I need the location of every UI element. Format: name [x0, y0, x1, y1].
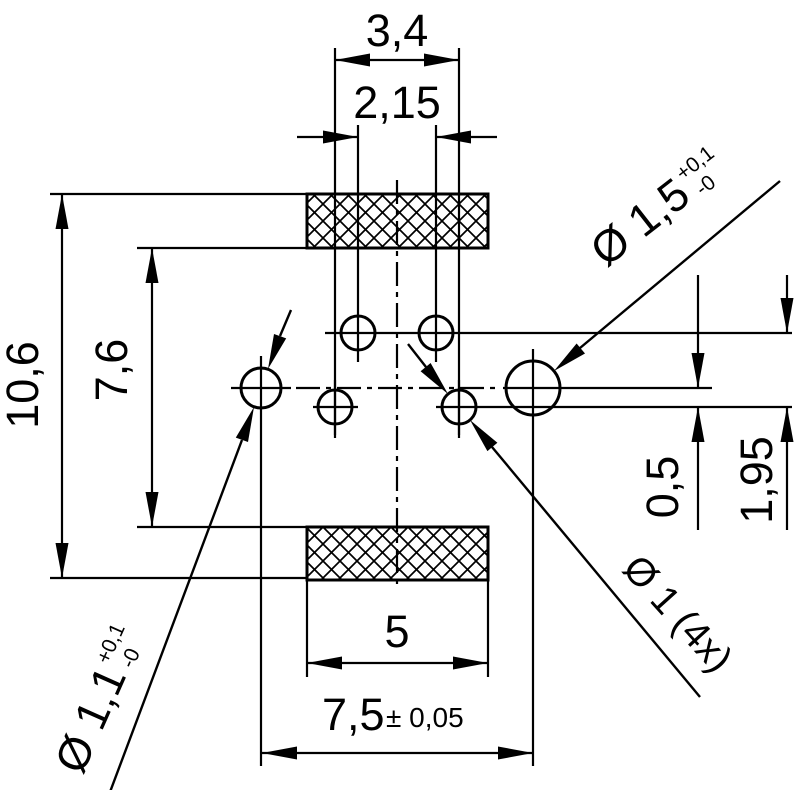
- arrowhead-left: [335, 53, 370, 67]
- hole-medium-label: Ø 1,1 +0,1 -0: [45, 620, 145, 780]
- drill-holes: [239, 314, 562, 435]
- hole-small-label: Ø 1 (4x): [614, 547, 740, 680]
- dim-pad-width-value: 5: [384, 606, 409, 657]
- dimension-pad-width: 5: [307, 606, 488, 670]
- construction-lines: [50, 48, 792, 766]
- dimension-center-offset: 0,5: [637, 275, 705, 530]
- arrowhead-bottom: [55, 543, 69, 578]
- arrowhead-bottom: [145, 492, 159, 527]
- dim-overall-height-value: 10,6: [0, 341, 48, 429]
- dim-top-width-value: 3,4: [366, 5, 429, 56]
- arrowhead-right: [453, 656, 488, 670]
- hole-medium-left: [239, 366, 283, 410]
- arrowhead-right: [498, 746, 533, 760]
- hole-small-top-right: [417, 314, 455, 352]
- leader-hole-large: Ø 1,5 +0,1 -0: [554, 142, 781, 371]
- dimension-inner-height: 7,6: [86, 248, 159, 527]
- arrowhead-up: [691, 407, 705, 442]
- leader-line: [491, 446, 701, 698]
- opposite-arrowhead: [420, 363, 448, 394]
- hole-small-top-left: [339, 314, 377, 352]
- arrowhead-top: [55, 194, 69, 229]
- dim-row-offset-value: 1,95: [731, 436, 782, 524]
- arrowhead-left: [323, 130, 358, 144]
- dimension-top-width: 3,4: [335, 5, 459, 67]
- arrowhead-down: [691, 353, 705, 388]
- arrowhead-right: [436, 130, 471, 144]
- dimension-top-inner-width: 2,15: [297, 77, 497, 144]
- leader-arrowhead: [235, 407, 254, 442]
- hole-large-right: [504, 359, 562, 417]
- arrowhead-top: [145, 248, 159, 283]
- leader-hole-medium: Ø 1,1 +0,1 -0: [45, 309, 293, 790]
- dimension-overall-height: 10,6: [0, 194, 69, 578]
- leader-line: [109, 439, 244, 790]
- leader-hole-small: Ø 1 (4x): [407, 343, 741, 698]
- hole-large-diameter: Ø 1,5: [581, 168, 699, 276]
- arrowhead-down: [780, 298, 794, 333]
- arrowhead-right: [424, 53, 459, 67]
- opposite-arrow-tail: [407, 343, 427, 368]
- dim-hole-span-value: 7,5: [322, 689, 385, 740]
- leader-arrowhead: [470, 420, 498, 452]
- arrowhead-left: [262, 746, 297, 760]
- arrowhead-left: [307, 656, 342, 670]
- center-lines: [296, 180, 500, 588]
- opposite-arrowhead: [268, 334, 287, 369]
- leader-line: [579, 180, 781, 349]
- hole-small-diameter: Ø 1 (4x): [614, 547, 740, 680]
- dim-center-offset-value: 0,5: [637, 456, 688, 519]
- dimension-hole-span: 7,5 ± 0,05: [262, 689, 533, 760]
- leader-arrowhead: [554, 343, 585, 371]
- dimension-row-offset: 1,95: [731, 275, 794, 530]
- arrowhead-up: [780, 407, 794, 442]
- hole-large-label: Ø 1,5 +0,1 -0: [581, 142, 720, 276]
- dim-inner-height-value: 7,6: [86, 339, 137, 402]
- dim-top-inner-value: 2,15: [353, 77, 441, 128]
- opposite-arrow-tail: [278, 309, 293, 337]
- dim-hole-span-tolerance: ± 0,05: [386, 702, 464, 733]
